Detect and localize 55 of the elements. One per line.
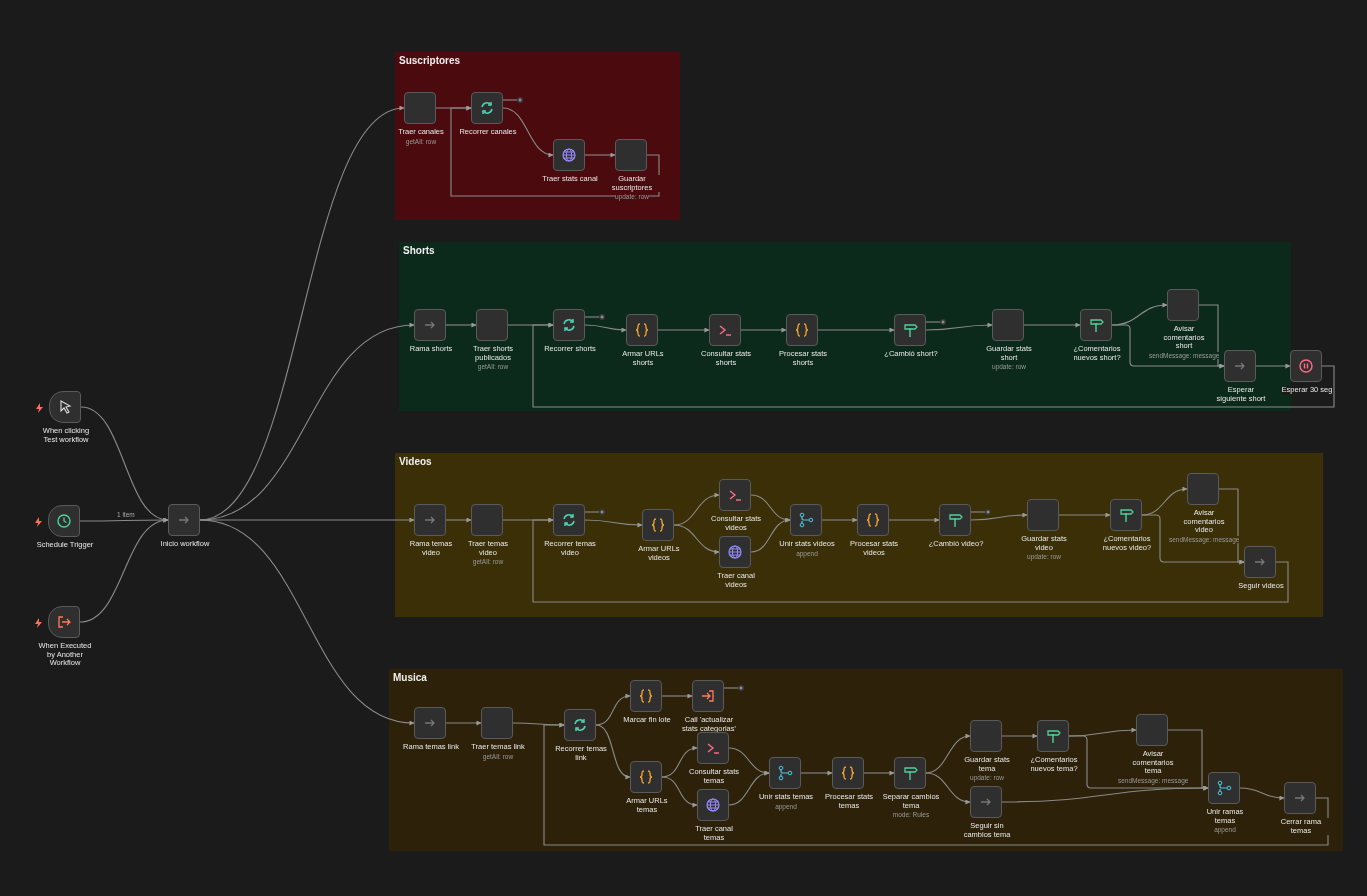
- connector-arrow: [1239, 787, 1285, 801]
- group-title: Musica: [393, 672, 427, 683]
- connector-arrow: [970, 512, 1028, 521]
- connector-line: [925, 321, 941, 323]
- connector-arrow: [728, 771, 770, 806]
- connector-arrow: [199, 519, 415, 725]
- connector-arrow: [925, 734, 971, 774]
- connector-arrow: [584, 519, 643, 528]
- connector-arrow: [661, 776, 698, 807]
- connector-line: [584, 316, 600, 318]
- connector-arrow: [1023, 322, 1081, 328]
- connector-arrow: [1198, 304, 1225, 369]
- connector-arrow: [1255, 363, 1291, 369]
- connector-arrow: [595, 724, 631, 779]
- group-panel: [395, 453, 1323, 617]
- connector-arrow: [661, 746, 698, 778]
- connector-arrow: [450, 105, 660, 197]
- connector-arrow: [800, 770, 833, 776]
- connector-arrow: [532, 517, 1289, 603]
- connector-arrow: [740, 327, 787, 333]
- connector-line: [502, 99, 518, 101]
- connector-arrow: [1001, 733, 1038, 739]
- connector-arrow: [445, 720, 482, 726]
- connector-arrow: [817, 327, 895, 333]
- connector-arrow: [750, 518, 791, 553]
- connector-arrow: [673, 493, 720, 526]
- connector-arrow: [863, 770, 895, 776]
- connector-arrow: [821, 517, 858, 523]
- group-title: Videos: [399, 456, 432, 467]
- connector-arrow: [445, 322, 477, 328]
- connector-arrow: [584, 152, 616, 158]
- connector-line: [723, 687, 739, 689]
- connector-arrow: [1218, 488, 1245, 565]
- connector-arrow: [543, 722, 1329, 846]
- group-title: Shorts: [403, 245, 435, 256]
- group-panel: [395, 52, 680, 220]
- connector-arrow: [888, 517, 940, 523]
- connector-arrow: [584, 324, 627, 333]
- connector-arrow: [1001, 785, 1209, 803]
- connector-arrow: [199, 517, 415, 523]
- connector-arrow: [661, 693, 693, 699]
- group-panel: [389, 669, 1343, 851]
- connector-arrow: [925, 322, 993, 331]
- connector-arrow: [595, 694, 631, 726]
- connector-arrow: [532, 322, 1335, 408]
- connector-line: [970, 511, 986, 513]
- connector-arrow: [445, 517, 472, 523]
- connector-arrow: [79, 518, 169, 623]
- connector-arrow: [1058, 512, 1111, 518]
- connector-arrow: [502, 107, 554, 157]
- group-title: Suscriptores: [399, 55, 461, 66]
- connector-line: [584, 511, 600, 513]
- connector-arrow: [925, 772, 971, 804]
- connector-arrow: [657, 327, 710, 333]
- connector-arrow: [673, 524, 720, 554]
